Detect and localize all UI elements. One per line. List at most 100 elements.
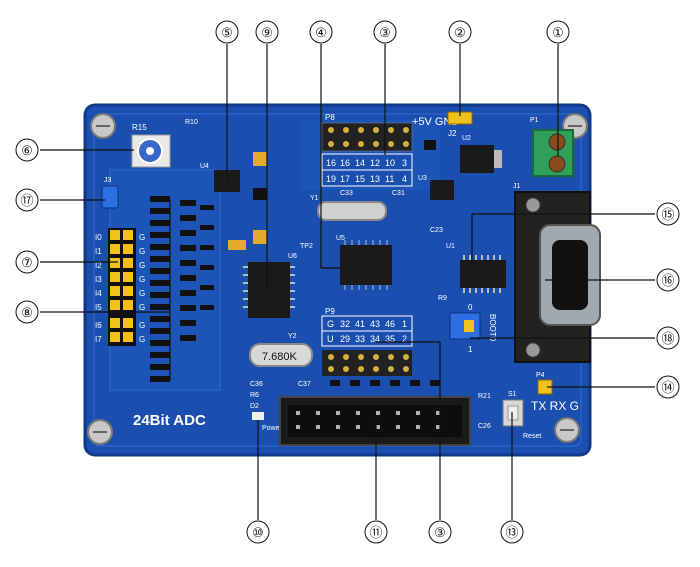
callout-7: ⑦ [15, 250, 39, 274]
p8-header: P8 16 16 14 12 10 3 19 17 15 13 11 4 [321, 113, 413, 187]
callout-16: ⑯ [656, 268, 680, 292]
input-label: I6 [95, 321, 102, 330]
boot-label: BOOT0 [488, 314, 497, 342]
callout-1: ① [546, 20, 570, 44]
svg-text:⑮: ⑮ [661, 208, 674, 223]
mounting-screws [87, 113, 588, 445]
u1-rs232-chip: U1 [446, 243, 506, 293]
callout-15: ⑮ [656, 202, 680, 226]
p8-pin-label: 12 [370, 158, 380, 168]
callouts: ① ② ③ ④ ⑤ ⑥ ⑦ ⑧ ⑨ ⑩ ⑪ ③ ⑬ ⑭ ⑮ ⑯ ⑰ ⑱ [15, 20, 680, 544]
p8-pin-label: 14 [355, 158, 365, 168]
callout-17: ⑰ [15, 188, 39, 212]
j2-label: J2 [448, 129, 457, 138]
callout-10: ⑩ [246, 520, 270, 544]
gnd-label: G [139, 321, 145, 330]
u1-label: U1 [446, 243, 455, 250]
power-led: R6 D2 Power [250, 392, 283, 432]
p4-label: P4 [536, 372, 545, 379]
p9-pin-label: 46 [385, 319, 395, 329]
callout-5: ⑤ [215, 20, 239, 44]
caps-row: C36 C37 [250, 380, 440, 388]
u2-label: U2 [462, 135, 471, 142]
p8-pin-label: 3 [402, 158, 407, 168]
crystal-label: 7.680K [262, 351, 298, 363]
potentiometer: R15 R10 [131, 119, 198, 168]
r10-label: R10 [185, 119, 198, 126]
p9-pin-label: 2 [402, 334, 407, 344]
crystal-y2: 7.680K Y2 [249, 333, 313, 367]
p8-pin-label: 16 [340, 158, 350, 168]
callout-9: ⑨ [255, 20, 279, 44]
boot-jumper: 0 1 R9 BOOT0 [438, 295, 497, 354]
idc-connector [279, 396, 471, 446]
input-label: I3 [95, 275, 102, 284]
p8-label: P8 [325, 113, 335, 122]
tantalum-capacitors [228, 230, 267, 250]
p8-pin-label: 15 [355, 174, 365, 184]
u5-label: U5 [336, 235, 345, 242]
c36-label: C36 [250, 381, 263, 388]
u6-label: U6 [288, 253, 297, 260]
input-label: I4 [95, 289, 102, 298]
p9-pin-label: 32 [340, 319, 350, 329]
c26-label: C26 [478, 423, 491, 430]
r21-label: R21 [478, 393, 491, 400]
input-header: I0 I1 I2 I3 I4 I5 I6 I7 G G G G G G G G [95, 228, 145, 346]
callout-13: ⑬ [500, 520, 524, 544]
callout-2: ② [448, 20, 472, 44]
boot-1-label: 1 [468, 345, 473, 354]
j1-label: J1 [513, 183, 521, 190]
p8-pin-label: 10 [385, 158, 395, 168]
p8-pin-label: 13 [370, 174, 380, 184]
svg-text:⑯: ⑯ [661, 274, 674, 289]
p9-pin-label: G [327, 319, 334, 329]
gnd-label: G [139, 289, 145, 298]
svg-text:⑬: ⑬ [505, 526, 518, 541]
u3-label: U3 [418, 175, 427, 182]
u4-label: U4 [200, 163, 209, 170]
r9-label: R9 [438, 295, 447, 302]
p9-pin-label: 43 [370, 319, 380, 329]
svg-text:⑰: ⑰ [20, 194, 33, 209]
svg-text:③: ③ [434, 526, 446, 541]
svg-text:⑧: ⑧ [21, 306, 33, 321]
j3-jumper: J3 [101, 177, 119, 209]
svg-text:④: ④ [315, 26, 327, 41]
power-label: Power [262, 425, 283, 432]
input-label: I0 [95, 233, 102, 242]
power-terminal: P1 [530, 117, 574, 177]
boot-0-label: 0 [468, 303, 473, 312]
svg-text:⑤: ⑤ [221, 26, 233, 41]
p8-pin-label: 17 [340, 174, 350, 184]
d2-label: D2 [250, 403, 259, 410]
r15-label: R15 [132, 123, 147, 132]
reset-button: S1 Reset R21 C26 [478, 391, 541, 440]
p9-label: P9 [325, 307, 335, 316]
p9-pin-label: 35 [385, 334, 395, 344]
p9-pin-label: 29 [340, 334, 350, 344]
callout-3-bottom: ③ [428, 520, 452, 544]
y2-label: Y2 [288, 333, 297, 340]
tx-rx-header: TX RX G P4 [531, 372, 579, 413]
callout-11: ⑪ [364, 520, 388, 544]
u6-adc-chip: U6 TP2 [243, 243, 313, 318]
y1-label: Y1 [310, 195, 319, 202]
board-title: 24Bit ADC [133, 412, 206, 429]
svg-text:⑱: ⑱ [661, 332, 674, 347]
p9-pin-label: 41 [355, 319, 365, 329]
p9-header: P9 G 32 41 43 46 1 U 29 33 34 35 2 [321, 307, 413, 376]
callout-14: ⑭ [656, 375, 680, 399]
input-label: I2 [95, 261, 102, 270]
c31-label: C31 [392, 190, 405, 197]
c33-label: C33 [340, 190, 353, 197]
gnd-label: G [139, 275, 145, 284]
p9-pin-label: U [327, 334, 334, 344]
r6-label: R6 [250, 392, 259, 399]
callout-18: ⑱ [656, 326, 680, 350]
callout-3: ③ [373, 20, 397, 44]
c23-label: C23 [430, 227, 443, 234]
gnd-label: G [139, 261, 145, 270]
svg-text:⑭: ⑭ [661, 381, 674, 396]
